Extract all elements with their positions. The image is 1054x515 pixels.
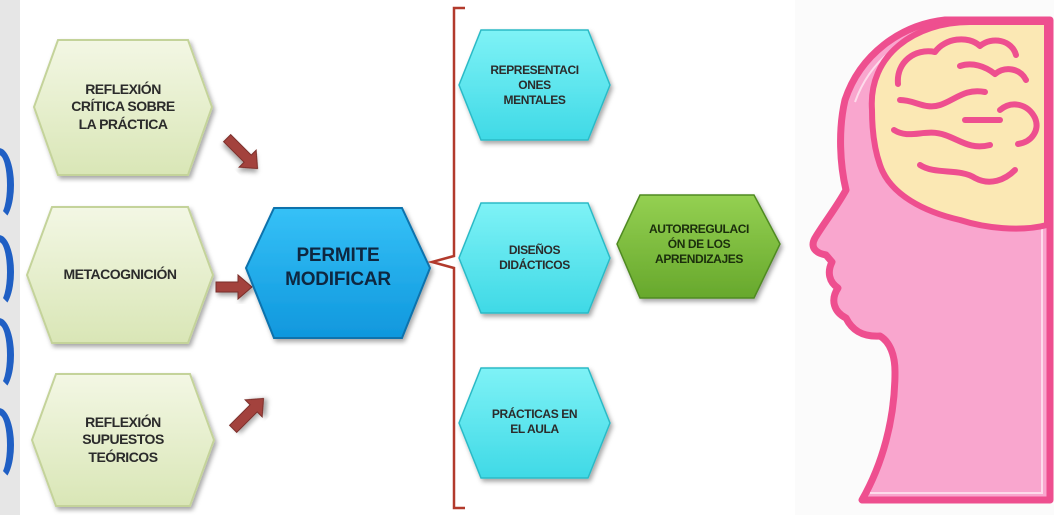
hexagon-metacognicion <box>25 206 215 344</box>
hexagon-reflexion-supuestos <box>30 373 216 507</box>
label-autorregulacion: AUTORREGULACI ÓN DE LOS APRENDIZAJES <box>649 221 749 266</box>
label-metacognicion: METACOGNICIÓN <box>63 266 177 283</box>
bracket <box>427 6 465 510</box>
hexagon-practicas <box>458 367 611 479</box>
label-permite-modificar: PERMITE MODIFICAR <box>285 245 391 290</box>
hexagon-disenos <box>458 202 611 314</box>
arrow-down-right <box>222 133 259 170</box>
arrow-right <box>215 273 253 301</box>
label-reflexion-supuestos: REFLEXIÓN SUPUESTOS TEÓRICOS <box>82 413 164 465</box>
hexagon-representaciones <box>458 29 611 141</box>
label-disenos: DISEÑOS DIDÁCTICOS <box>499 243 570 272</box>
head-illustration <box>795 0 1054 515</box>
hexagon-reflexion-critica <box>32 39 214 176</box>
hexagon-autorregulacion <box>616 194 781 299</box>
arrow-up-right <box>228 397 265 434</box>
hexagon-permite-modificar <box>244 207 432 339</box>
label-representaciones: REPRESENTACI ONES MENTALES <box>490 62 579 107</box>
label-reflexion-critica: REFLEXIÓN CRÍTICA SOBRE LA PRÁCTICA <box>71 80 175 132</box>
label-practicas: PRÁCTICAS EN EL AULA <box>491 407 578 436</box>
brain-folds <box>891 36 1040 185</box>
